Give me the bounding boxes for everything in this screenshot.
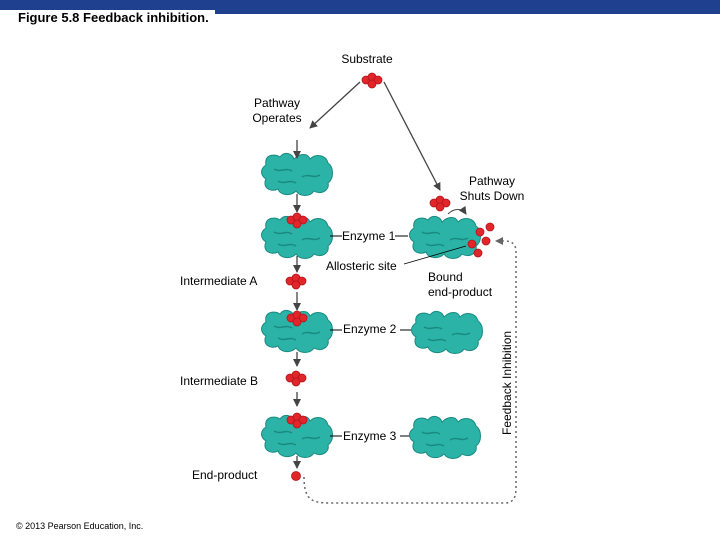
intermediate-a-molecule (285, 273, 307, 290)
bound-end-product-4 (481, 236, 491, 246)
feedback-inhibition-label: Feedback Inhibition (500, 330, 514, 435)
bound-end-product-2 (475, 227, 485, 237)
intermediate-a-label: Intermediate A (180, 274, 258, 288)
end-product-label: End-product (192, 468, 258, 482)
feedback-path (303, 237, 517, 504)
bound-end-product-5 (473, 248, 483, 258)
intermediate-b-molecule (285, 370, 307, 387)
enzyme-1-label: Enzyme 1 (342, 229, 396, 243)
allosteric-leader (403, 245, 467, 265)
enzyme-2-idle (410, 310, 484, 355)
allosteric-site-label: Allosteric site (326, 259, 397, 273)
title-bar: Figure 5.8 Feedback inhibition. (0, 0, 720, 26)
shape-change-arrow (447, 205, 467, 215)
arrow-to-pathway (309, 81, 361, 129)
substrate-molecule (361, 72, 383, 89)
bound-end-product-1 (467, 239, 477, 249)
substrate-blocked (429, 195, 451, 212)
arrow-to-shutdown (383, 81, 441, 191)
enzyme-2-label: Enzyme 2 (343, 322, 397, 336)
figure-title: Figure 5.8 Feedback inhibition. (0, 10, 215, 26)
enzyme-3-label: Enzyme 3 (343, 429, 397, 443)
bound-end-product-3 (485, 222, 495, 232)
pathway-operates-label: Pathway Operates (252, 96, 302, 125)
intermediate-b-label: Intermediate B (180, 374, 259, 388)
pathway-shuts-down-label: Pathway Shuts Down (459, 174, 525, 203)
enzyme-3-idle (408, 415, 482, 460)
substrate-label: Substrate (341, 52, 393, 66)
bound-end-product-label: Bound end-product (428, 270, 493, 299)
copyright: © 2013 Pearson Education, Inc. (16, 521, 144, 531)
end-product-molecule (291, 471, 301, 481)
enzyme-1-free (260, 152, 334, 197)
